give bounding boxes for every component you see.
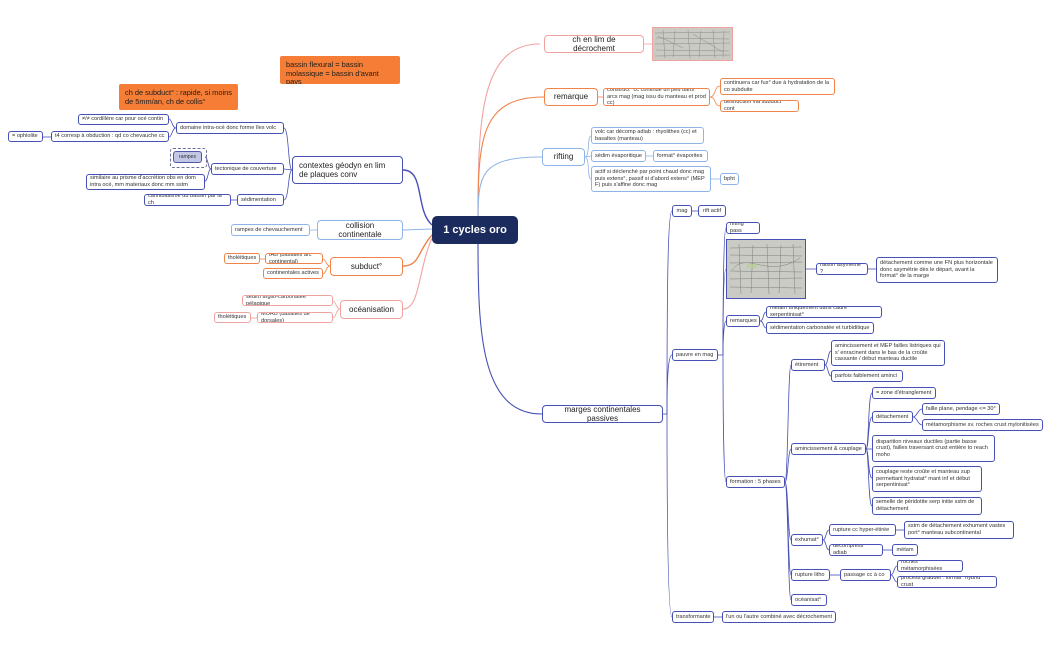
roches-meta-node[interactable]: roches métamorphisées	[897, 560, 963, 572]
root-node[interactable]: 1 cycles oro	[432, 216, 518, 244]
rupture-cc-node[interactable]: rupture cc hyper-étirée	[829, 524, 896, 536]
detachement-asym-node[interactable]: détachement comme une FN plus horizontal…	[876, 257, 998, 283]
zone-etranglement-node[interactable]: = zone d'étranglement	[872, 387, 936, 399]
bpht-node[interactable]: bpht	[720, 173, 739, 185]
format-evap-node[interactable]: format° évaporites	[653, 150, 708, 162]
sedim-carb-node[interactable]: sédimentation carbonatée et turbiditique	[766, 322, 874, 334]
sedimentation-node[interactable]: sédimentation	[237, 194, 284, 206]
disparition-node[interactable]: disparition niveaux ductiles (partie bas…	[872, 435, 995, 462]
destruction-node[interactable]: destruction via subduct° cont	[720, 100, 799, 112]
metam-node[interactable]: métam uniquement dans cadre serpentinisa…	[766, 306, 882, 318]
decompress-node[interactable]: décompress° adiab	[829, 544, 883, 556]
rifting-node[interactable]: rifting	[542, 148, 585, 166]
remarques-node[interactable]: remarques	[726, 315, 760, 327]
similaire-node[interactable]: similaire au prisme d'accrétion obs en d…	[86, 174, 205, 190]
ophiolite-node[interactable]: = ophiolite	[8, 131, 43, 142]
rifting-pass-node[interactable]: rifting pass	[726, 222, 760, 234]
marges-actives-node[interactable]: marges continentales actives »	[263, 268, 323, 279]
tholeiitiques-node-1[interactable]: tholéitiques	[224, 253, 260, 264]
cannibalisme-node[interactable]: cannibalisme du bassin par la ch	[144, 194, 231, 206]
amincissement-mep-node[interactable]: amincissement et MEP failles listriques …	[831, 340, 945, 366]
sedim-argilo-node[interactable]: sédim argilo-carbonatée pélagique	[242, 295, 333, 306]
sstm-detach-node[interactable]: sstm de détachement exhument vastes port…	[904, 521, 1014, 539]
mag-node[interactable]: mag	[672, 205, 692, 217]
intra-oce-node[interactable]: domaine intra-océ donc forme îles volc	[176, 122, 284, 134]
volc-node[interactable]: volc car décomp adiab : rhyolithes (cc) …	[591, 127, 704, 144]
decrochemt-photo[interactable]	[652, 27, 733, 61]
passage-node[interactable]: passage cc à co	[840, 569, 891, 581]
remarque-node[interactable]: remarque	[544, 88, 598, 106]
detachement-node[interactable]: détachement	[872, 411, 913, 423]
marges-node[interactable]: marges continentales passives	[542, 405, 663, 423]
decrochemt-node[interactable]: ch en lim de décrochemt	[544, 35, 644, 53]
lun-node[interactable]: l'un ou l'autre combiné avec décrochemen…	[722, 611, 836, 623]
oceanisation-node[interactable]: océanisation	[340, 300, 403, 319]
semelle-node[interactable]: semelle de péridotite serp initie sstm d…	[872, 497, 982, 515]
continuera-node[interactable]: continuera car fus° due à hydratation de…	[720, 78, 835, 95]
rupture-litho-node[interactable]: rupture litho	[791, 569, 830, 581]
callout-bassin[interactable]: bassin flexural = bassin molassique = ba…	[280, 56, 400, 84]
etirement-node[interactable]: étirement	[791, 359, 825, 371]
rampes-selection-frame	[170, 148, 207, 168]
callout-subduct-speed[interactable]: ch de subduct° : rapide, si moins de 5mm…	[119, 84, 238, 110]
couplage-node[interactable]: couplage reste croûte et manteau sup per…	[872, 466, 982, 492]
actif-node[interactable]: actif si déclenché par point chaud donc …	[591, 166, 711, 192]
tectonique-node[interactable]: tectonique de couverture	[211, 163, 284, 175]
contextes-node[interactable]: contextes géodyn en lim de plaques conv	[292, 156, 403, 184]
parfois-node[interactable]: parfois faiblement aminci	[831, 370, 903, 382]
iab-node[interactable]: IAB (basaltes arc continental)	[265, 253, 323, 264]
collision-node[interactable]: collision continentale	[317, 220, 403, 240]
formation-node[interactable]: formation : 5 phases	[726, 476, 785, 488]
subduct-node[interactable]: subduct°	[330, 257, 403, 276]
process-node[interactable]: process graduel : format° hybrid crust	[897, 576, 997, 588]
metamorphisme-node[interactable]: métamorphisme sv. roches crust mylonitis…	[922, 419, 1043, 431]
pauvre-node[interactable]: pauvre en mag	[672, 349, 718, 361]
cordillere-node[interactable]: ≠/≠ cordillère car pour océ contin	[78, 114, 169, 125]
transformante-node[interactable]: transformante	[672, 611, 714, 623]
raison-asym-node[interactable]: raison asymétrie ?	[816, 263, 868, 275]
tholeiitiques-node-2[interactable]: tholéitiques	[214, 312, 251, 323]
exhumat-node[interactable]: exhumat°	[791, 534, 823, 546]
aminc-couplage-node[interactable]: amincissement & couplage	[791, 443, 866, 455]
rifting-pass-photo[interactable]	[726, 239, 806, 299]
construct-node[interactable]: construct° cc continue un peu dans arcs …	[603, 88, 710, 106]
rampes-chev-node[interactable]: rampes de chevauchement	[231, 224, 310, 236]
root-title: 1 cycles oro	[443, 223, 507, 236]
rift-actif-node[interactable]: rift actif	[698, 205, 726, 217]
oceanisat-node[interactable]: océanisat°	[791, 594, 827, 606]
rampes-node[interactable]: rampes	[173, 151, 202, 163]
t4-node[interactable]: t4 corresp à obduction : qd co chevauche…	[51, 131, 169, 142]
metam2-node[interactable]: métam	[892, 544, 918, 556]
faille-plane-node[interactable]: faille plane, pendage <= 30°	[922, 403, 1000, 415]
sedim-evap-node[interactable]: sédim évaporitique	[591, 150, 646, 162]
morb-node[interactable]: MORB (basaltes de dorsales)	[257, 312, 333, 323]
